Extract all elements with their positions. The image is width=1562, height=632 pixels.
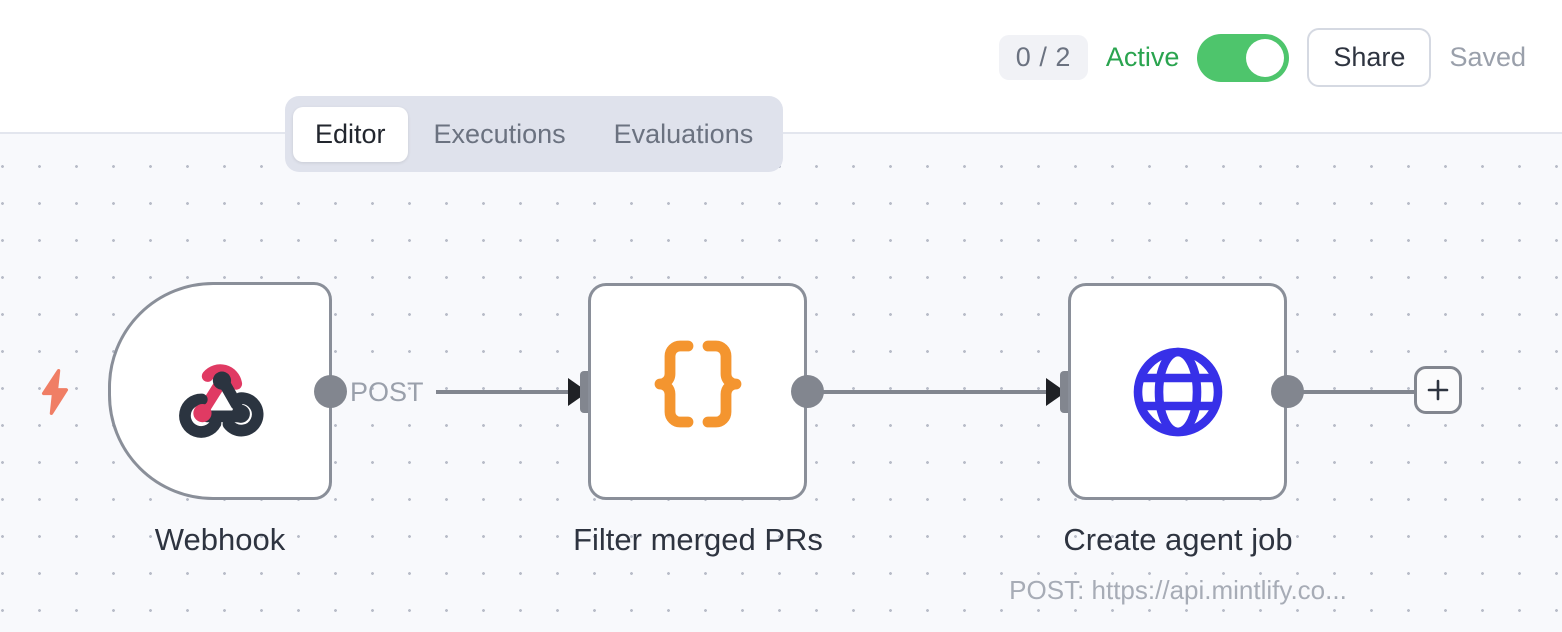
add-node-button[interactable] [1414,366,1462,414]
globe-icon [1133,347,1222,436]
workflow-canvas[interactable]: Webhook POST Filter merged PRs C [0,134,1562,632]
saved-status-label: Saved [1449,42,1526,72]
tab-editor[interactable]: Editor [293,106,408,162]
header-actions: 0 / 2 Active Share Saved [998,28,1538,87]
tab-evaluations[interactable]: Evaluations [613,118,754,149]
edge-webhook-filter[interactable] [436,390,576,394]
node-filter-label: Filter merged PRs [573,522,823,557]
node-webhook-label: Webhook [154,522,286,557]
node-webhook[interactable] [108,282,332,500]
node-create-agent-job[interactable] [1068,283,1287,500]
tab-executions[interactable]: Executions [433,118,566,149]
webhook-icon [179,364,264,438]
edge-http-add [1300,390,1416,394]
share-button[interactable]: Share [1307,28,1432,87]
plus-icon [1427,379,1449,401]
node-filter-merged-prs[interactable] [588,283,807,500]
lightning-bolt-icon [38,368,72,416]
node-http-label: Create agent job [1063,522,1293,557]
filter-output-handle[interactable] [791,375,824,408]
view-tabs: Editor Executions Evaluations [285,96,784,172]
node-http-sublabel: POST: https://api.mintlify.co... [1009,575,1347,605]
toggle-knob [1246,38,1285,77]
curly-braces-icon [654,340,741,427]
active-status-label: Active [1105,42,1180,72]
http-output-handle[interactable] [1271,375,1304,408]
execution-count-badge: 0 / 2 [998,35,1088,80]
edge-filter-http[interactable] [820,390,1048,394]
active-toggle-switch[interactable] [1197,33,1290,82]
webhook-output-handle[interactable] [314,375,347,408]
edge-label-post: POST [350,377,424,407]
